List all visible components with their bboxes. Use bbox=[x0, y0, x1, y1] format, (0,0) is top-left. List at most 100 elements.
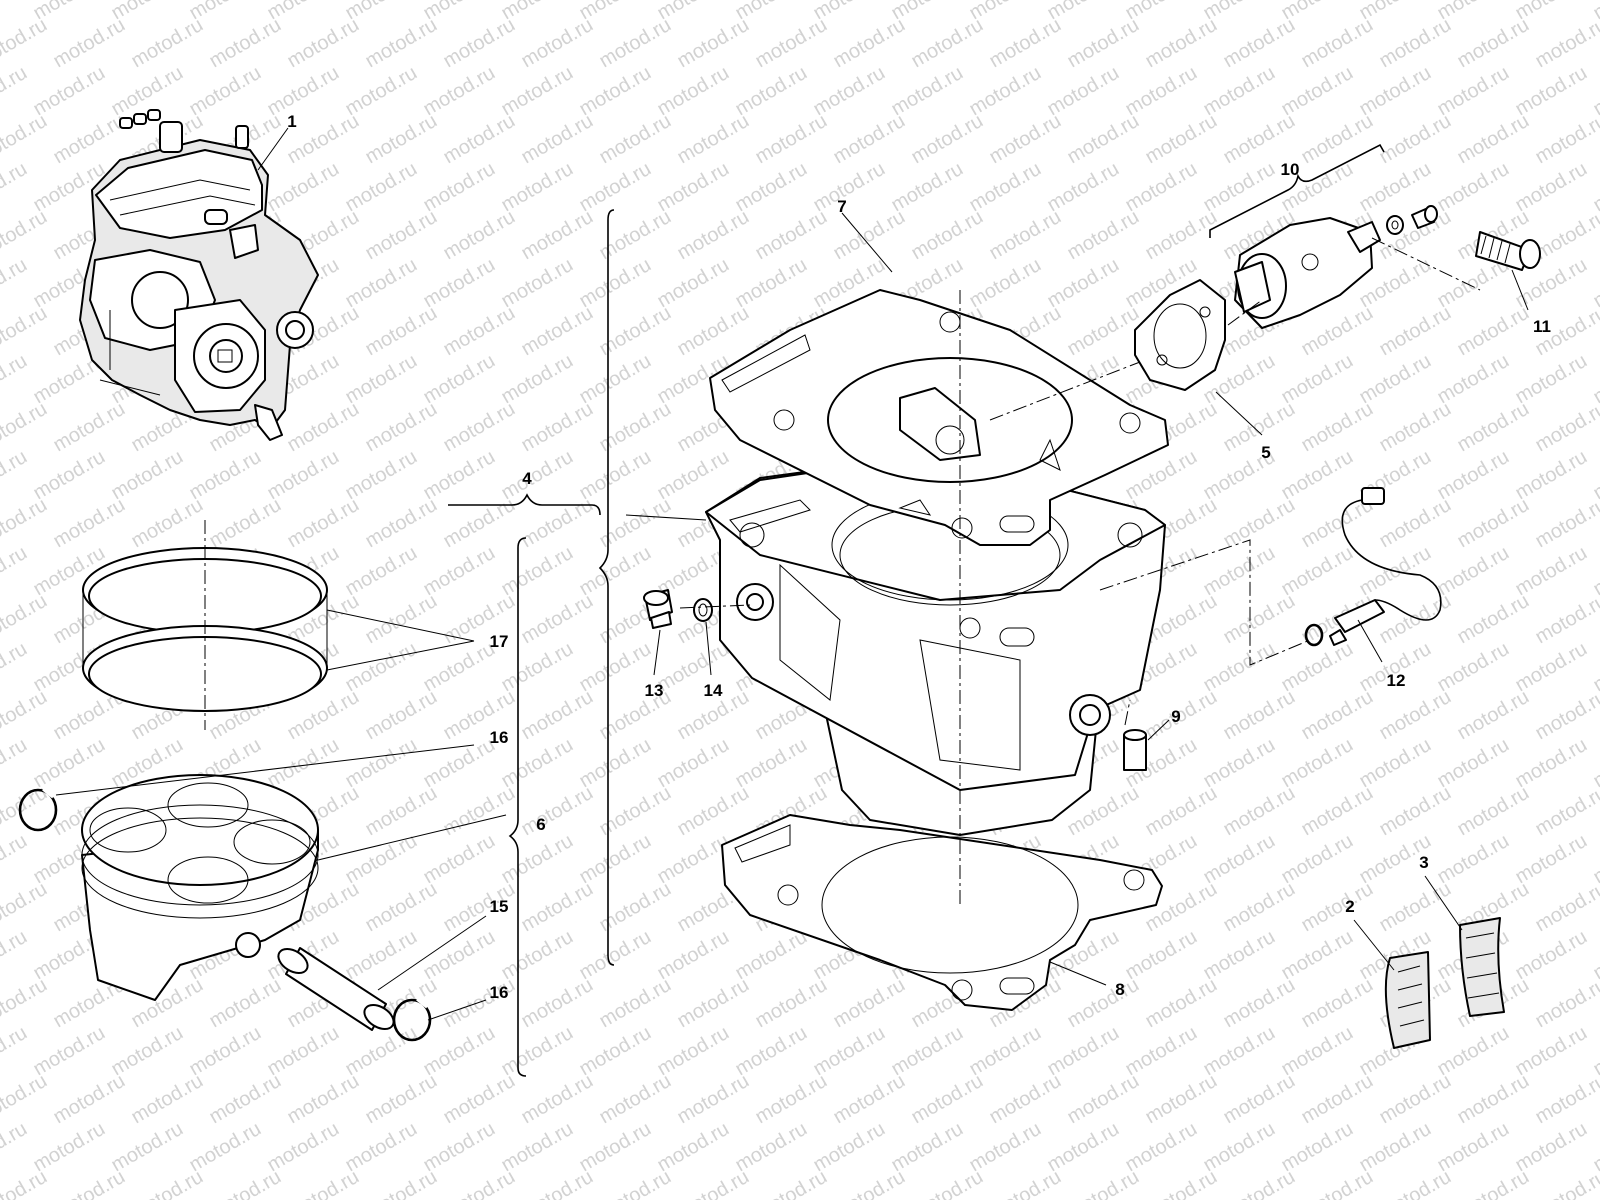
watermark-text: motod.ru bbox=[30, 734, 109, 793]
watermark-text: motod.ru bbox=[1064, 1166, 1143, 1200]
watermark-text: motod.ru bbox=[674, 1070, 753, 1129]
watermark-text: motod.ru bbox=[1454, 14, 1533, 73]
watermark-text: motod.ru bbox=[654, 926, 733, 985]
watermark-text: motod.ru bbox=[1200, 734, 1279, 793]
watermark-text: motod.ru bbox=[498, 350, 577, 409]
watermark-text: motod.ru bbox=[186, 446, 265, 505]
watermark-text: motod.ru bbox=[284, 1166, 363, 1200]
watermark-text: motod.ru bbox=[420, 1118, 499, 1177]
watermark-text: motod.ru bbox=[1356, 62, 1435, 121]
watermark-text: motod.ru bbox=[576, 926, 655, 985]
watermark-text: motod.ru bbox=[440, 1166, 519, 1200]
watermark-text: motod.ru bbox=[888, 62, 967, 121]
watermark-text: motod.ru bbox=[908, 206, 987, 265]
watermark-text: motod.ru bbox=[50, 398, 129, 457]
watermark-text: motod.ru bbox=[0, 62, 31, 121]
watermark-text: motod.ru bbox=[576, 1022, 655, 1081]
watermark-text: motod.ru bbox=[576, 158, 655, 217]
watermark-text: motod.ru bbox=[50, 494, 129, 553]
watermark-text: motod.ru bbox=[0, 974, 51, 1033]
watermark-text: motod.ru bbox=[0, 494, 51, 553]
watermark-text: motod.ru bbox=[596, 1166, 675, 1200]
watermark-text: motod.ru bbox=[206, 14, 285, 73]
callout-3: 3 bbox=[1419, 853, 1428, 872]
watermark-text: motod.ru bbox=[732, 734, 811, 793]
watermark-text: motod.ru bbox=[1532, 14, 1600, 73]
watermark-text: motod.ru bbox=[420, 446, 499, 505]
watermark-text: motod.ru bbox=[498, 62, 577, 121]
watermark-text: motod.ru bbox=[1376, 398, 1455, 457]
watermark-text: motod.ru bbox=[1376, 302, 1455, 361]
watermark-text: motod.ru bbox=[0, 830, 31, 889]
watermark-text: motod.ru bbox=[1376, 494, 1455, 553]
watermark-text: motod.ru bbox=[518, 110, 597, 169]
watermark-text: motod.ru bbox=[440, 110, 519, 169]
watermark-text: motod.ru bbox=[908, 14, 987, 73]
watermark-text: motod.ru bbox=[1532, 206, 1600, 265]
tensioner-gasket bbox=[1134, 279, 1226, 391]
watermark-text: motod.ru bbox=[1532, 398, 1600, 457]
watermark-text: motod.ru bbox=[986, 14, 1065, 73]
watermark-text: motod.ru bbox=[1376, 1166, 1455, 1200]
watermark-text: motod.ru bbox=[362, 302, 441, 361]
watermark-text: motod.ru bbox=[986, 1166, 1065, 1200]
watermark-text: motod.ru bbox=[0, 302, 51, 361]
watermark-text: motod.ru bbox=[264, 62, 343, 121]
watermark-text: motod.ru bbox=[888, 1022, 967, 1081]
watermark-text: motod.ru bbox=[362, 206, 441, 265]
chain-tensioner bbox=[1234, 217, 1381, 329]
watermark-text: motod.ru bbox=[1044, 1118, 1123, 1177]
watermark-text: motod.ru bbox=[810, 62, 889, 121]
callout-12: 12 bbox=[1387, 671, 1406, 690]
watermark-text: motod.ru bbox=[128, 14, 207, 73]
watermark-text: motod.ru bbox=[0, 1070, 51, 1129]
watermark-text: motod.ru bbox=[1512, 1022, 1591, 1081]
watermark-text: motod.ru bbox=[1298, 110, 1377, 169]
watermark-text: motod.ru bbox=[576, 638, 655, 697]
watermark-text: motod.ru bbox=[732, 254, 811, 313]
watermark-text: motod.ru bbox=[1220, 1070, 1299, 1129]
watermark-text: motod.ru bbox=[50, 1070, 129, 1129]
tensioner-bolt bbox=[1475, 231, 1541, 271]
watermark-text: motod.ru bbox=[576, 254, 655, 313]
watermark-text: motod.ru bbox=[1278, 446, 1357, 505]
watermark-text: motod.ru bbox=[654, 446, 733, 505]
watermark-text: motod.ru bbox=[1434, 350, 1513, 409]
callout-5: 5 bbox=[1261, 443, 1270, 462]
watermark-text: motod.ru bbox=[752, 974, 831, 1033]
watermark-text: motod.ru bbox=[498, 638, 577, 697]
watermark-text: motod.ru bbox=[1278, 1118, 1357, 1177]
watermark-text: motod.ru bbox=[206, 1070, 285, 1129]
watermark-text: motod.ru bbox=[1590, 0, 1600, 24]
dowel-pin bbox=[1123, 729, 1147, 771]
watermark-text: motod.ru bbox=[50, 14, 129, 73]
watermark-text: motod.ru bbox=[1532, 782, 1600, 841]
bracket-group-4 bbox=[448, 209, 615, 966]
watermark-text: motod.ru bbox=[674, 782, 753, 841]
watermark-text: motod.ru bbox=[0, 1118, 31, 1177]
watermark-text: motod.ru bbox=[518, 14, 597, 73]
watermark-text: motod.ru bbox=[0, 206, 51, 265]
watermark-text: motod.ru bbox=[1512, 542, 1591, 601]
watermark-text: motod.ru bbox=[1122, 1118, 1201, 1177]
watermark-text: motod.ru bbox=[654, 62, 733, 121]
watermark-text: motod.ru bbox=[1200, 1118, 1279, 1177]
watermark-text: motod.ru bbox=[1278, 638, 1357, 697]
watermark-text: motod.ru bbox=[1376, 110, 1455, 169]
watermark-text: motod.ru bbox=[1278, 62, 1357, 121]
watermark-text: motod.ru bbox=[1376, 1070, 1455, 1129]
watermark-text: motod.ru bbox=[1532, 974, 1600, 1033]
watermark-text: motod.ru bbox=[1278, 830, 1357, 889]
watermark-text: motod.ru bbox=[498, 254, 577, 313]
watermark-text: motod.ru bbox=[966, 62, 1045, 121]
callout-14: 14 bbox=[704, 681, 723, 700]
watermark-text: motod.ru bbox=[674, 1166, 753, 1200]
watermark-text: motod.ru bbox=[108, 1022, 187, 1081]
watermark-text: motod.ru bbox=[498, 542, 577, 601]
watermark-text: motod.ru bbox=[1298, 686, 1377, 745]
watermark-text: motod.ru bbox=[752, 1070, 831, 1129]
part-2-pad bbox=[1384, 951, 1431, 1049]
watermark-text: motod.ru bbox=[1356, 734, 1435, 793]
watermark-text: motod.ru bbox=[0, 590, 51, 649]
watermark-text: motod.ru bbox=[1512, 638, 1591, 697]
